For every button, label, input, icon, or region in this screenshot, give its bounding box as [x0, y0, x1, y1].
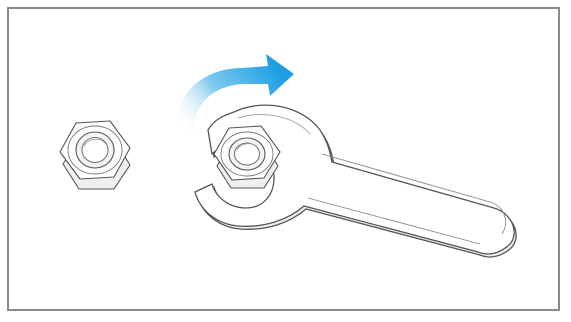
- wrench-tightening-illustration: [59, 54, 517, 258]
- engaged-hex-nut-icon: [213, 125, 281, 189]
- clockwise-arrow-icon: [176, 54, 294, 134]
- open-end-wrench-icon: [194, 104, 517, 258]
- loose-hex-nut-icon: [59, 120, 131, 190]
- illustration-frame: [7, 7, 560, 311]
